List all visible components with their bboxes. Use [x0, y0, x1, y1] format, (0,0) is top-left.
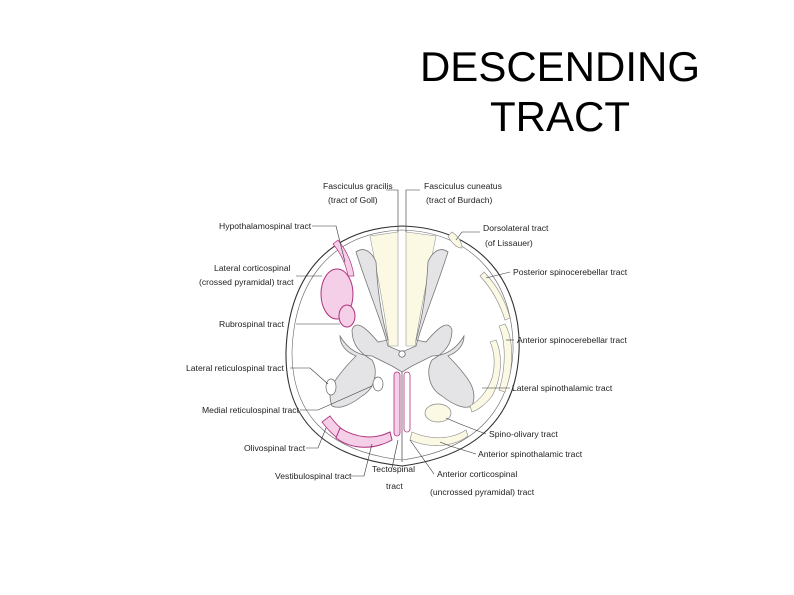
label-fasciculus-cuneatus: Fasciculus cuneatus [424, 181, 502, 191]
lateral-reticulospinal-region [325, 378, 337, 396]
tectospinal-region [393, 371, 401, 437]
label-tract-of-goll: (tract of Goll) [328, 195, 378, 205]
label-of-lissauer: (of Lissauer) [485, 238, 533, 248]
label-medial-reticulospinal: Medial reticulospinal tract [202, 405, 300, 415]
lateral-spinothalamic-region [469, 339, 501, 413]
label-vestibulospinal: Vestibulospinal tract [275, 471, 352, 481]
leader-lines [290, 189, 514, 477]
dorsolateral-tract-region [447, 231, 463, 249]
label-anterior-spinocerebellar: Anterior spinocerebellar tract [517, 335, 627, 345]
label-lateral-reticulospinal: Lateral reticulospinal tract [186, 363, 285, 373]
label-hypothalamospinal: Hypothalamospinal tract [219, 221, 312, 231]
central-canal [398, 350, 406, 358]
label-fasciculus-gracilis: Fasciculus gracilis [323, 181, 393, 191]
title-line-2: TRACT [490, 93, 630, 140]
label-spino-olivary: Spino-olivary tract [489, 429, 558, 439]
label-uncrossed-pyramidal: (uncrossed pyramidal) tract [430, 487, 535, 497]
spino-olivary-region [424, 403, 452, 423]
rubrospinal-region [338, 304, 356, 328]
label-anterior-corticospinal: Anterior corticospinal [437, 469, 517, 479]
label-olivospinal: Olivospinal tract [244, 443, 306, 453]
anterior-spinothalamic-region [409, 429, 469, 446]
label-tectospinal: Tectospinal [372, 464, 415, 474]
slide-title: DESCENDING TRACT [400, 42, 720, 142]
vestibulospinal-region [335, 427, 393, 448]
label-posterior-spinocerebellar: Posterior spinocerebellar tract [513, 267, 628, 277]
label-tectospinal-line2: tract [386, 481, 403, 491]
fasciculus-gracilis-region [369, 231, 399, 347]
label-lateral-corticospinal: Lateral corticospinal [214, 263, 291, 273]
anterior-corticospinal-region [403, 371, 411, 433]
posterior-spinocerebellar-region [479, 271, 511, 321]
medial-reticulospinal-region [372, 376, 384, 392]
spinal-cord-outline [285, 225, 520, 467]
label-dorsolateral: Dorsolateral tract [483, 223, 549, 233]
anterior-spinocerebellar-region [498, 323, 512, 393]
label-tract-of-burdach: (tract of Burdach) [426, 195, 493, 205]
label-anterior-spinothalamic: Anterior spinothalamic tract [478, 449, 583, 459]
title-line-1: DESCENDING [419, 43, 701, 90]
label-rubrospinal: Rubrospinal tract [219, 319, 285, 329]
label-crossed-pyramidal: (crossed pyramidal) tract [199, 277, 294, 287]
label-lateral-spinothalamic: Lateral spinothalamic tract [512, 383, 613, 393]
